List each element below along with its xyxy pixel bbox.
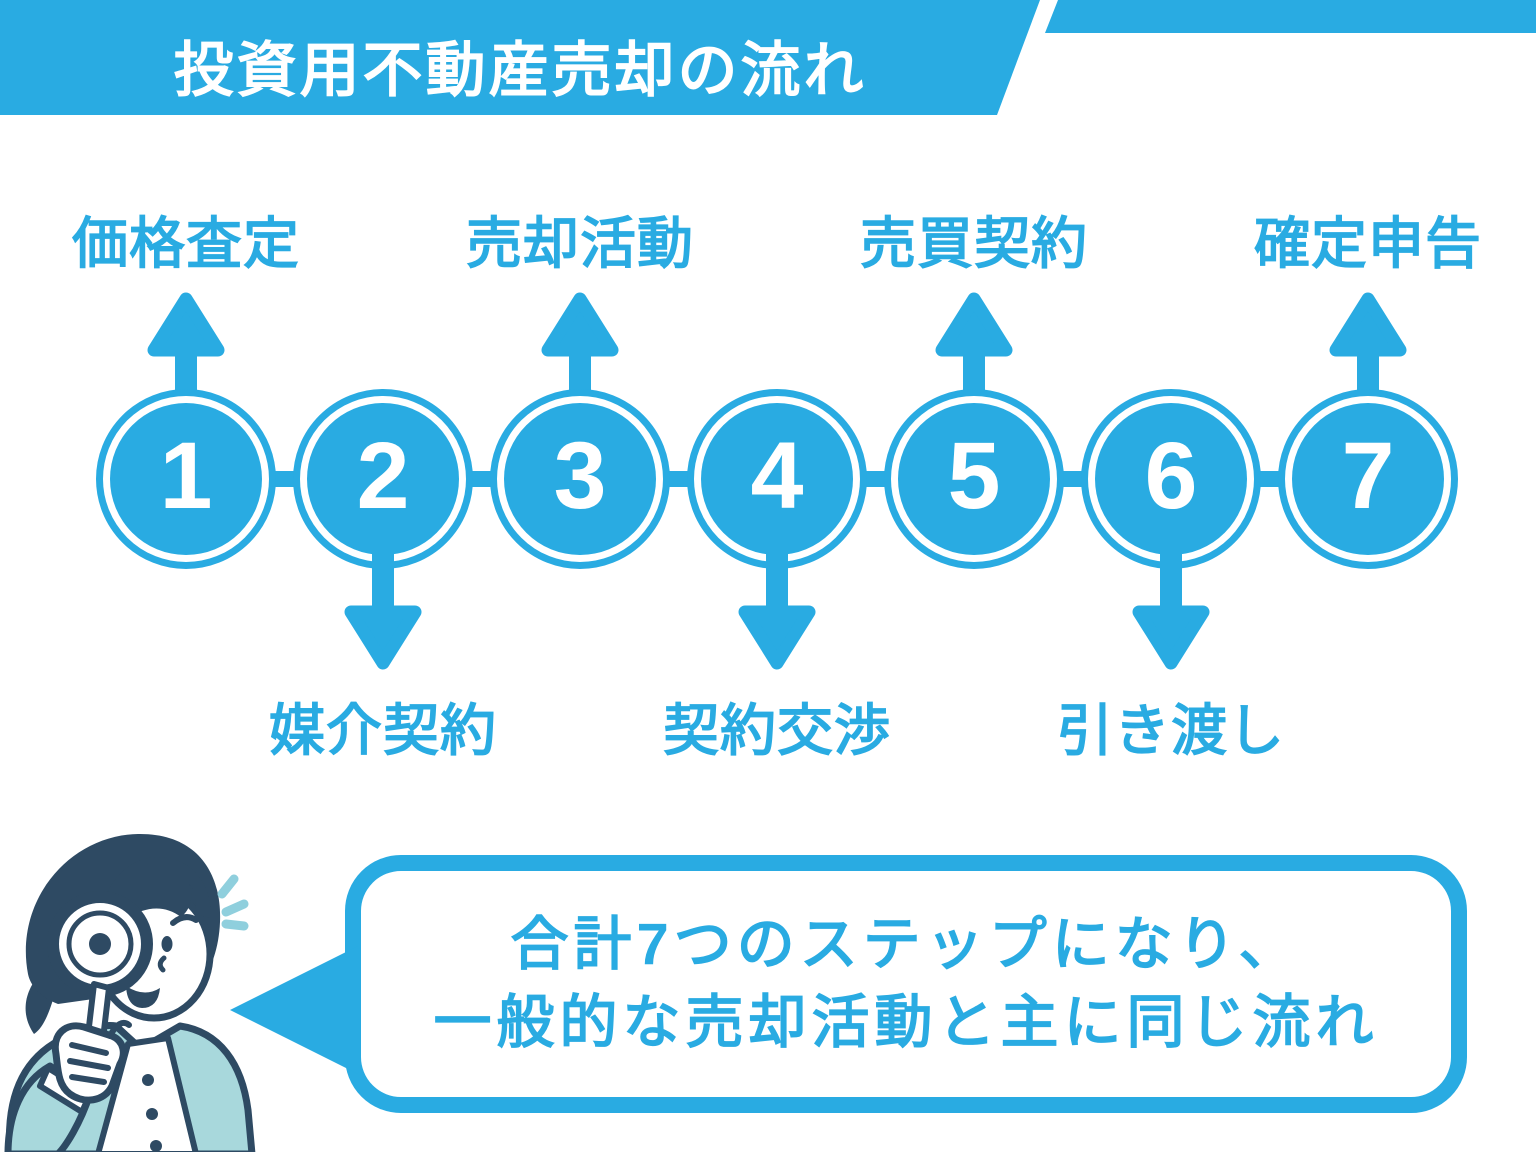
callout-tail <box>230 946 358 1074</box>
callout-text-line1: 合計7つのステップになり、 <box>510 912 1302 978</box>
step-circle-5: 5 <box>884 389 1064 569</box>
hand <box>51 1019 132 1104</box>
callout-text-line2: 一般的な売却活動と主に同じ流れ <box>433 990 1379 1055</box>
step-label-2: 媒介契約 <box>269 699 497 762</box>
arrow-down-icon <box>738 548 816 670</box>
step-number: 6 <box>1144 422 1198 529</box>
step-circle-1: 1 <box>96 389 276 569</box>
person-illustration <box>4 833 256 1152</box>
step-circle-6: 6 <box>1081 389 1261 569</box>
step-number: 2 <box>356 422 410 529</box>
step-number: 3 <box>553 422 607 529</box>
step-number: 5 <box>947 422 1001 529</box>
page-title: 投資用不動産売却の流れ <box>173 37 867 104</box>
hair-fringe <box>98 856 212 946</box>
step-circle-7: 7 <box>1278 389 1458 569</box>
step-label-4: 契約交渉 <box>663 699 891 762</box>
step-label-6: 引き渡し <box>1057 699 1285 762</box>
header-banner <box>0 0 1536 115</box>
step-label-1: 価格査定 <box>72 212 300 275</box>
arrow-down-icon <box>1132 548 1210 670</box>
step-number: 4 <box>750 422 804 529</box>
step-circle-2: 2 <box>293 389 473 569</box>
step-number: 7 <box>1341 422 1395 529</box>
mouth <box>126 986 160 1008</box>
step-label-5: 売買契約 <box>860 212 1088 275</box>
step-label-3: 売却活動 <box>466 212 694 275</box>
step-number: 1 <box>159 422 213 529</box>
shirt-button <box>146 1108 158 1120</box>
arrow-down-icon <box>344 548 422 670</box>
shirt-button <box>142 1074 154 1086</box>
nose <box>157 955 167 973</box>
corner-ribbon <box>1045 0 1536 33</box>
step-label-7: 確定申告 <box>1254 212 1482 275</box>
banner-shape <box>0 0 1040 115</box>
step-circle-3: 3 <box>490 389 670 569</box>
emphasis-lines-icon <box>217 874 249 931</box>
eyebrow <box>170 914 199 926</box>
shirt-button <box>150 1140 162 1152</box>
callout-bubble: 合計7つのステップになり、 一般的な売却活動と主に同じ流れ <box>345 855 1467 1113</box>
step-circle-4: 4 <box>687 389 867 569</box>
eye <box>161 936 173 952</box>
